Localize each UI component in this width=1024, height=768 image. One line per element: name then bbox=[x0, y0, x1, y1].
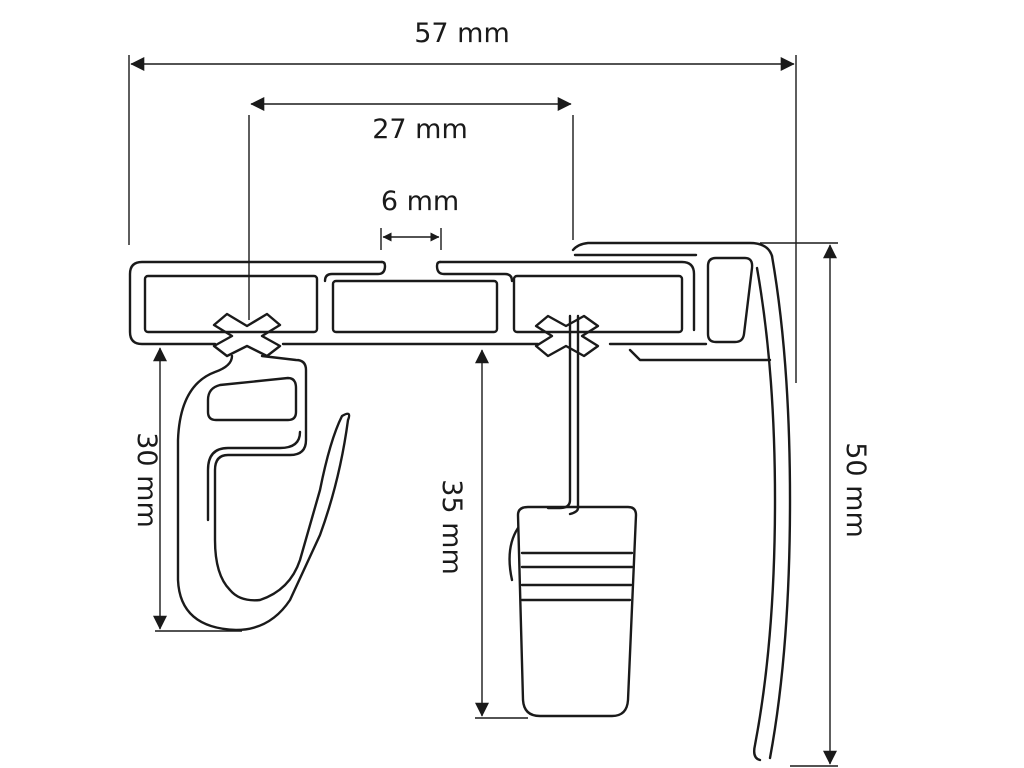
dimension-runner-drop: 35 mm bbox=[436, 349, 528, 719]
label-35-mm: 35 mm bbox=[436, 479, 467, 575]
runner-x-connector bbox=[534, 314, 600, 358]
glider-runner bbox=[508, 314, 638, 718]
label-30-mm: 30 mm bbox=[131, 432, 162, 528]
track-profile bbox=[128, 241, 774, 362]
dimension-overall-height: 50 mm bbox=[760, 242, 871, 767]
runner-weight-body bbox=[516, 505, 638, 718]
rail-end-cap bbox=[571, 241, 774, 258]
rail-bottom-right-lip bbox=[628, 348, 772, 362]
runner-weight-side-bulge bbox=[508, 526, 520, 582]
glider-hook bbox=[176, 312, 351, 632]
rail-slot-lip-right bbox=[435, 260, 514, 283]
hook-x-connector bbox=[212, 312, 282, 358]
rail-slot-lip-left bbox=[323, 260, 387, 283]
dimension-hook-drop: 30 mm bbox=[131, 347, 242, 632]
rail-chamber-left bbox=[143, 274, 319, 334]
dimension-overall-width: 57 mm bbox=[128, 18, 797, 383]
label-50-mm: 50 mm bbox=[840, 442, 871, 538]
rail-outer-top-right bbox=[438, 260, 696, 332]
label-27-mm: 27 mm bbox=[372, 114, 468, 145]
dimension-hook-span: 27 mm bbox=[248, 97, 574, 320]
rail-chamber-center bbox=[331, 279, 499, 334]
hook-body-inner-loop bbox=[206, 430, 302, 522]
hook-inner-slot bbox=[206, 376, 298, 422]
label-6-mm: 6 mm bbox=[381, 186, 459, 217]
rail-outer-top bbox=[128, 260, 384, 346]
hook-body-outer bbox=[176, 354, 351, 632]
valance-arm-inner bbox=[752, 266, 777, 762]
label-57-mm: 57 mm bbox=[414, 18, 510, 49]
valance-arm-outer bbox=[768, 254, 792, 760]
runner-stem bbox=[546, 314, 572, 510]
valance-arm bbox=[752, 254, 792, 762]
dimension-slot-width: 6 mm bbox=[380, 186, 459, 250]
rail-chamber-right bbox=[512, 274, 684, 334]
rail-end-chamber bbox=[706, 256, 754, 344]
